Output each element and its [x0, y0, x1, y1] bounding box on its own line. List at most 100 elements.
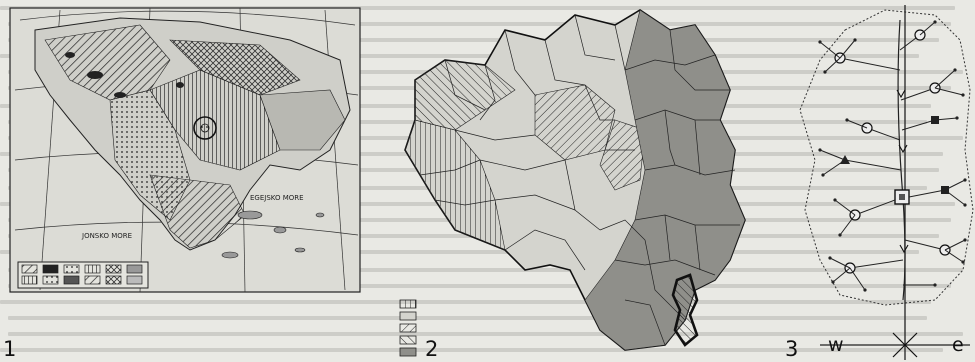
terminal-node — [961, 93, 965, 97]
background-text-line — [0, 6, 955, 10]
branch-link — [846, 119, 868, 129]
legend-swatch-4 — [399, 335, 417, 345]
legend-swatch-11 — [105, 275, 122, 285]
background-text-line — [8, 38, 939, 42]
branch-link — [819, 41, 841, 59]
branch-link — [839, 214, 856, 236]
district-boundary — [444, 59, 486, 111]
legend-swatch-1 — [399, 299, 417, 309]
background-text-line — [8, 268, 963, 272]
branch-link — [944, 189, 966, 206]
terminal-node — [955, 116, 959, 120]
district-boundary — [564, 159, 601, 231]
legend-swatch-9 — [63, 275, 80, 285]
legend-swatch-8 — [42, 275, 59, 285]
district-boundary — [694, 119, 701, 176]
figure-3-diagram — [799, 5, 974, 360]
basin-outline — [799, 9, 974, 306]
terminal-node — [831, 280, 835, 284]
district-boundary — [494, 194, 576, 211]
background-text-line — [8, 316, 927, 320]
legend-swatch-3 — [399, 323, 417, 333]
district-boundary — [614, 259, 716, 276]
figure-2-map — [399, 9, 746, 357]
district-boundary — [504, 229, 586, 271]
branch-link — [901, 119, 936, 131]
terminal-node — [863, 288, 867, 292]
branch-network — [818, 20, 967, 292]
branch-link — [849, 267, 866, 291]
district-boundary — [504, 29, 536, 96]
terminal-node — [821, 173, 825, 177]
zone-e — [149, 174, 246, 249]
district-boundary — [644, 164, 736, 176]
flow-arrow-icon — [896, 89, 906, 99]
district-boundary — [584, 84, 615, 121]
circled-feature — [193, 116, 217, 140]
branch-link — [854, 199, 896, 216]
branch-link — [934, 69, 956, 89]
circle-node — [861, 122, 873, 134]
legend-swatch-4 — [84, 264, 101, 274]
background-text-line — [0, 300, 931, 304]
background-text-line — [0, 54, 919, 58]
district-boundary — [599, 219, 646, 241]
branch-link — [944, 249, 964, 263]
dark-outcrops — [65, 52, 184, 98]
background-text-line — [8, 284, 951, 288]
district-boundary — [634, 214, 740, 226]
branch-link — [944, 179, 966, 191]
branch-link — [824, 57, 841, 73]
district-boundary — [669, 29, 730, 91]
legend-swatch-6 — [126, 264, 143, 274]
district-boundary — [434, 199, 496, 206]
background-text-line — [0, 250, 919, 254]
branch-link — [839, 39, 856, 59]
main-channel — [897, 19, 906, 301]
branch-link — [844, 159, 902, 171]
figure-2-number: 2 — [425, 337, 439, 361]
district-boundary — [644, 239, 686, 321]
background-text-line — [8, 332, 963, 336]
islands — [221, 210, 325, 259]
background-text-line — [0, 348, 943, 352]
legend-swatch-2 — [399, 311, 417, 321]
branch-link — [944, 239, 966, 251]
terminal-node — [818, 148, 822, 152]
district-boundary — [664, 214, 671, 261]
terminal-node — [845, 118, 849, 122]
terminal-node — [828, 256, 832, 260]
district-boundary — [479, 159, 566, 171]
branch-link — [839, 57, 901, 71]
central-node-core — [899, 194, 905, 200]
compass-west-label: w — [828, 334, 844, 356]
flow-arrow-icon — [899, 244, 909, 254]
circled-feature-core — [200, 123, 210, 133]
terminal-node — [853, 38, 857, 42]
terminal-node — [823, 70, 827, 74]
zone-d — [169, 39, 301, 96]
branch-link — [849, 259, 904, 269]
district-boundary — [419, 159, 481, 176]
flow-arrow-icon — [898, 144, 908, 154]
legend-box — [17, 261, 149, 289]
district-boundary — [694, 224, 701, 271]
district-boundaries — [419, 14, 740, 346]
branch-link — [904, 239, 946, 251]
terminal-node — [963, 238, 967, 242]
legend-swatch-3 — [63, 264, 80, 274]
legend-swatch-1 — [21, 264, 38, 274]
district-boundary — [664, 109, 676, 166]
district-boundary — [454, 129, 536, 141]
district-boundary — [479, 64, 496, 121]
district-boundary — [574, 14, 616, 61]
terminal-node — [838, 233, 842, 237]
branch-link — [834, 199, 856, 216]
legend-swatch-7 — [21, 275, 38, 285]
terminal-node — [933, 20, 937, 24]
compass-east-label: e — [952, 334, 964, 356]
legend-swatches — [21, 264, 143, 285]
highlighted-district — [671, 273, 699, 347]
terminal-node — [963, 203, 967, 207]
